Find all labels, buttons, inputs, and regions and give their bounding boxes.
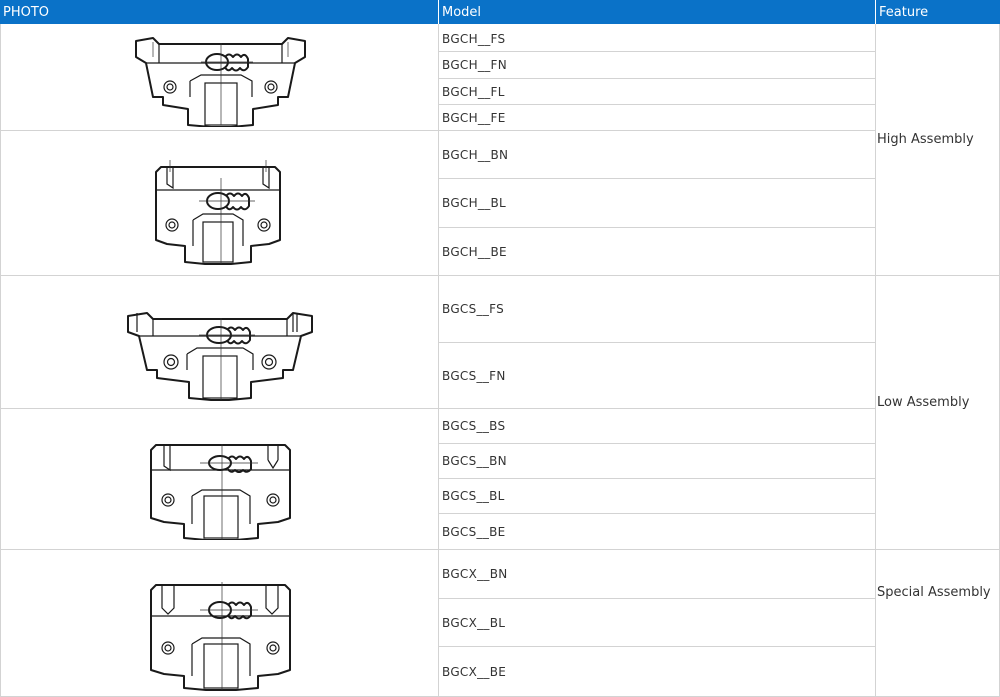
flange-type-guide-block-drawing bbox=[133, 35, 308, 127]
model-cell: BGCH__FE bbox=[442, 110, 506, 125]
header-photo: PHOTO bbox=[0, 0, 438, 24]
model-cell: BGCH__FN bbox=[442, 58, 508, 72]
model-cell: BGCH__BE bbox=[442, 244, 507, 259]
model-cell: BGCH__BL bbox=[442, 196, 507, 210]
feature-low-assembly: Low Assembly bbox=[877, 395, 970, 410]
feature-high-assembly: High Assembly bbox=[877, 132, 974, 147]
model-cell: BGCS__BL bbox=[442, 489, 505, 503]
feature-special-assembly: Special Assembly bbox=[877, 585, 991, 600]
model-cell: BGCH__FL bbox=[442, 84, 505, 99]
model-cell: BGCS__BN bbox=[442, 454, 507, 468]
low-flange-type-guide-block-drawing bbox=[125, 310, 315, 402]
model-cell: BGCS__BS bbox=[442, 419, 506, 433]
model-cell: BGCH__FS bbox=[442, 31, 506, 46]
model-cell: BGCX__BN bbox=[442, 567, 508, 581]
model-cell: BGCH__BN bbox=[442, 147, 509, 162]
model-cell: BGCX__BE bbox=[442, 664, 507, 679]
header-feature: Feature bbox=[876, 0, 1000, 24]
header-model: Model bbox=[439, 0, 875, 24]
special-square-type-guide-block-drawing bbox=[148, 580, 293, 692]
low-square-type-guide-block-drawing bbox=[148, 440, 293, 540]
model-cell: BGCS__BE bbox=[442, 524, 506, 539]
model-cell: BGCX__BL bbox=[442, 615, 506, 630]
model-cell: BGCS__FS bbox=[442, 302, 505, 316]
square-type-guide-block-drawing bbox=[153, 158, 283, 268]
model-cell: BGCS__FN bbox=[442, 368, 506, 383]
